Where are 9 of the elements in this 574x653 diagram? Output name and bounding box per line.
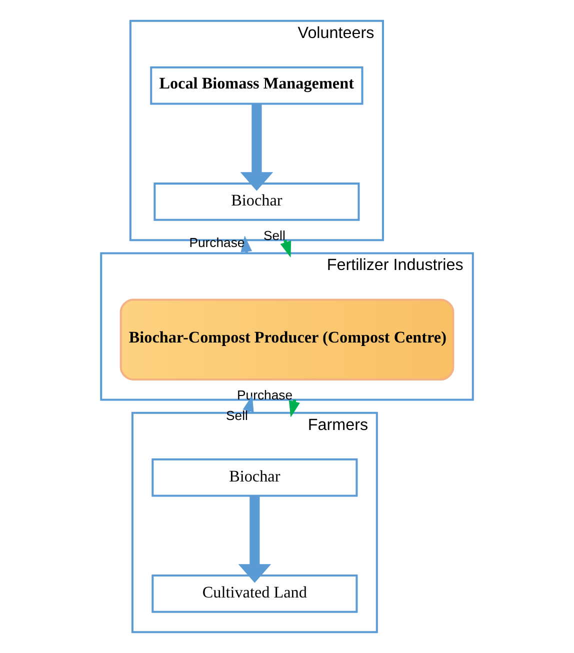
node-box: Biochar-Compost Producer (Compost Centre) (120, 298, 454, 381)
node-box: Local Biomass Management (150, 66, 364, 105)
edge-label: Purchase (237, 387, 293, 402)
arrow (240, 104, 274, 191)
node-box: Cultivated Land (152, 574, 358, 613)
node-box: Biochar (154, 182, 360, 221)
arrow (238, 496, 272, 583)
edge-label: Sell (264, 228, 286, 243)
node-box: Biochar (152, 458, 358, 497)
